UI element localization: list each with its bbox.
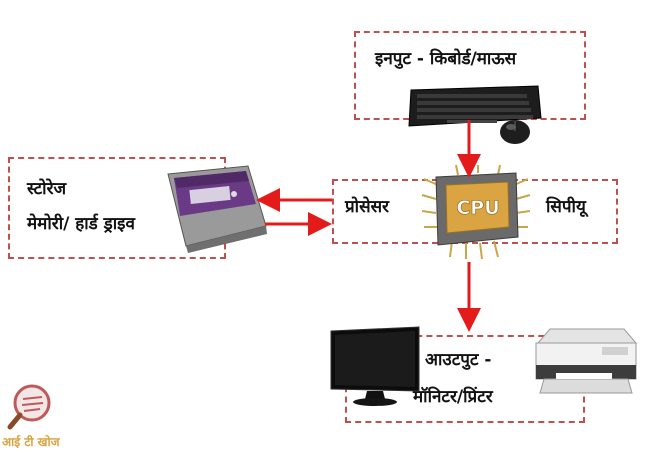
processor-right-label: सिपीयू [546,197,586,217]
mouse-icon [500,120,530,144]
processor-left-label: प्रोसेसर [345,197,390,217]
watermark-text: आई टी खोज [2,435,60,449]
hard-drive-icon [167,165,267,253]
cpu-chip-icon: CPU [421,164,531,260]
output-label-line1: आउटपुट - [425,350,492,370]
cpu-chip-text: CPU [456,197,499,219]
output-label-line2: मॉनिटर/प्रिंटर [413,387,493,407]
storage-label-line1: स्टोरेज [27,179,67,199]
magnifier-logo-icon [7,384,51,430]
monitor-icon [330,326,420,406]
printer-icon [535,328,638,394]
input-label: इनपुट - किबोर्ड/माऊस [375,49,517,69]
storage-label-line2: मेमोरी/ हार्ड ड्राइव [27,214,135,234]
keyboard-icon [408,85,542,127]
